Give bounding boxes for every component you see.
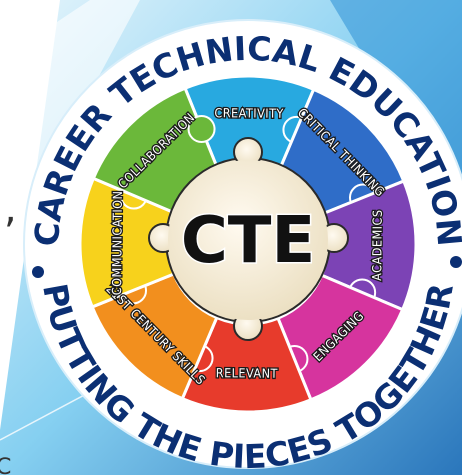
outer-ring-border <box>23 19 462 469</box>
ring-bullet-left <box>32 266 44 278</box>
center-piece <box>148 137 349 341</box>
center-label: CTE <box>181 204 315 278</box>
puzzle-segment-label: CREATIVITY <box>214 105 284 121</box>
side-punctuation: , <box>4 186 17 232</box>
ring-bullet-right <box>450 256 462 268</box>
bottom-left-mark: C <box>0 455 11 475</box>
puzzle-knob <box>187 115 216 144</box>
puzzle-segment-label: COMMUNICATION <box>109 190 125 295</box>
puzzle-segment-label: RELEVANT <box>216 365 278 381</box>
puzzle-segment-label: ACADEMICS <box>369 209 385 280</box>
